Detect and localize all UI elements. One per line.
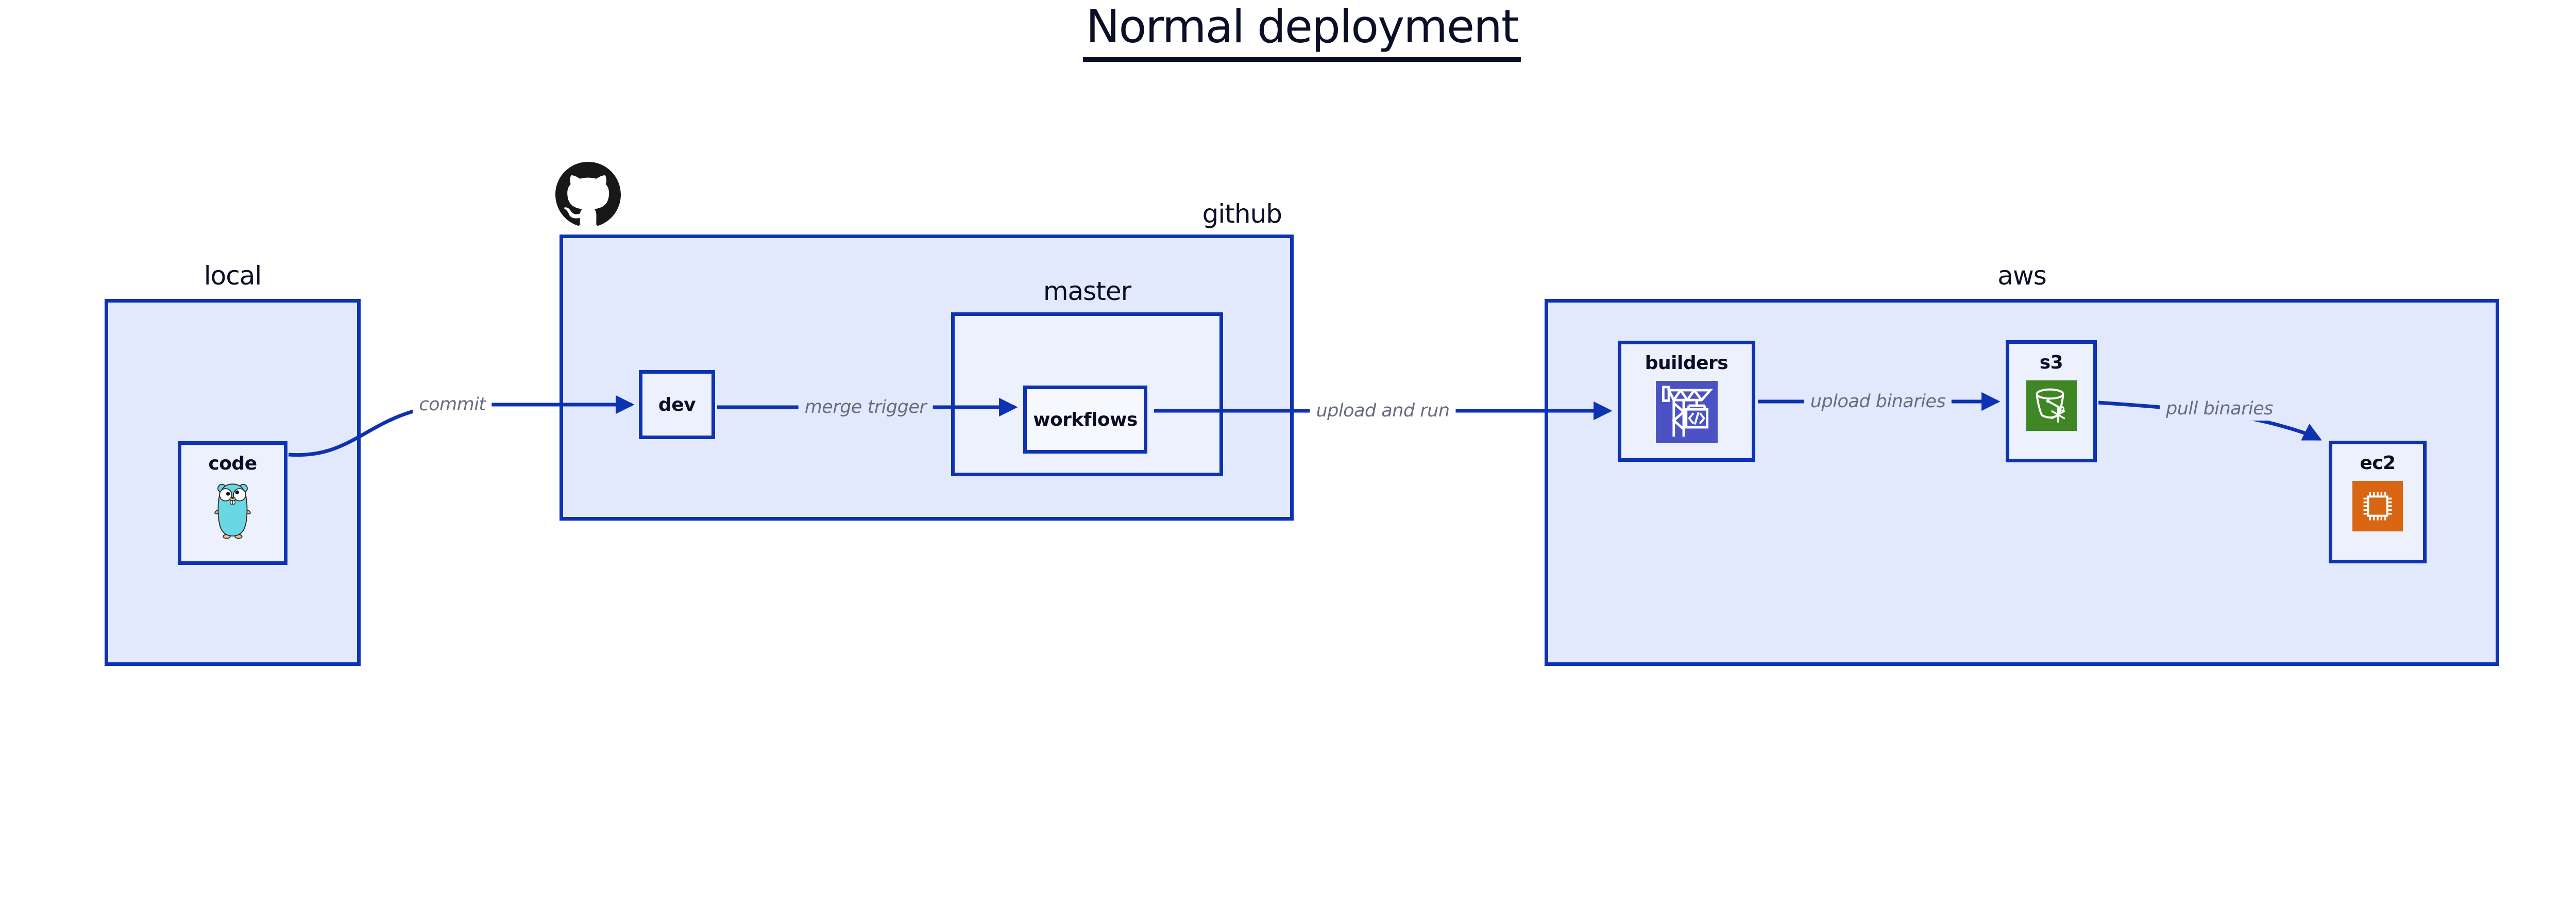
- edge-pull-binaries-label: pull binaries: [2160, 397, 2279, 421]
- codebuild-crane-icon: [1655, 381, 1718, 443]
- github-octocat-icon: [555, 162, 621, 226]
- edge-upload-binaries-label: upload binaries: [1804, 390, 1952, 413]
- node-builders: builders: [1618, 341, 1755, 462]
- node-workflows-label: workflows: [1033, 409, 1138, 430]
- node-ec2: ec2: [2329, 441, 2427, 563]
- node-dev: dev: [639, 370, 715, 439]
- container-local-label: local: [204, 261, 262, 291]
- edge-merge-trigger-label: merge trigger: [798, 395, 933, 419]
- edge-upload-and-run-label: upload and run: [1310, 399, 1456, 423]
- node-ec2-label: ec2: [2360, 453, 2396, 474]
- node-code-label: code: [208, 453, 257, 474]
- container-aws-label: aws: [1997, 261, 2047, 291]
- container-github-label: github: [1202, 199, 1282, 229]
- node-s3: s3: [2006, 340, 2097, 462]
- node-builders-label: builders: [1645, 353, 1728, 374]
- node-dev-label: dev: [658, 394, 696, 415]
- node-workflows: workflows: [1023, 386, 1147, 454]
- node-code: code: [178, 441, 287, 565]
- ec2-chip-icon: [2352, 481, 2403, 531]
- edge-commit-label: commit: [413, 393, 492, 416]
- s3-bucket-icon: [2026, 380, 2077, 431]
- node-s3-label: s3: [2039, 352, 2063, 373]
- container-master-label: master: [1043, 276, 1131, 306]
- go-gopher-icon: [214, 483, 251, 539]
- diagram-title-wrap: Normal deployment: [0, 0, 2576, 62]
- diagram-title: Normal deployment: [1082, 0, 1521, 62]
